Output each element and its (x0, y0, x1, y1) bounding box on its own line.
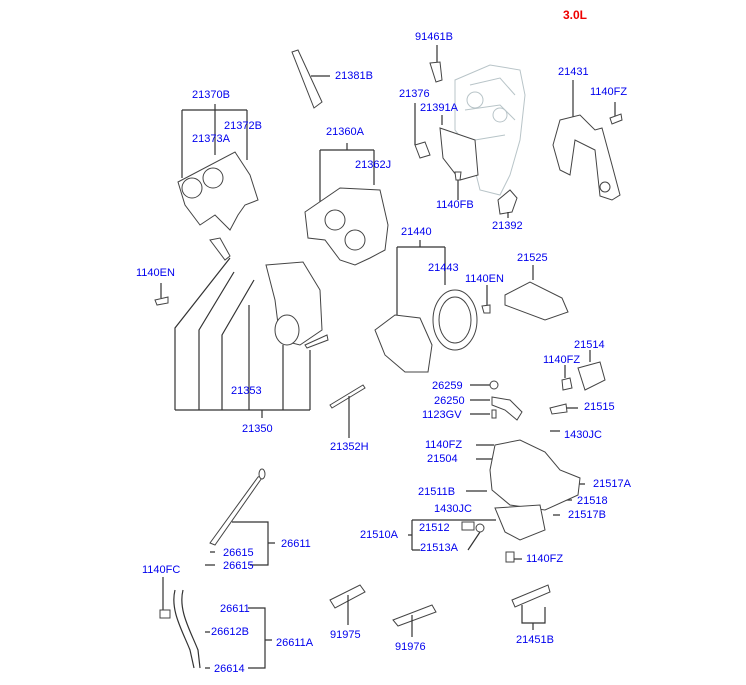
part-label-1430JC-mid[interactable]: 1430JC (434, 503, 472, 515)
part-label-21350[interactable]: 21350 (242, 423, 273, 435)
part-label-21431[interactable]: 21431 (558, 66, 589, 78)
part-label-21391A[interactable]: 21391A (420, 102, 458, 114)
part-label-21518[interactable]: 21518 (577, 495, 608, 507)
part-label-26615-a[interactable]: 26615 (223, 547, 254, 559)
clip-91461B (429, 45, 443, 83)
flange-21514 (549, 350, 606, 415)
part-label-21451B[interactable]: 21451B (516, 634, 554, 646)
part-label-91976[interactable]: 91976 (395, 641, 426, 653)
part-label-21512[interactable]: 21512 (419, 522, 450, 534)
part-label-26611A[interactable]: 26611A (276, 637, 314, 649)
bracket-21392 (497, 189, 518, 218)
part-label-21373A[interactable]: 21373A (192, 133, 230, 145)
part-label-21381B[interactable]: 21381B (335, 70, 373, 82)
part-label-1140FB[interactable]: 1140FB (436, 199, 474, 211)
part-label-1430JC-top[interactable]: 1430JC (564, 429, 602, 441)
part-label-21510A[interactable]: 21510A (360, 529, 398, 541)
part-label-26614[interactable]: 26614 (214, 663, 245, 675)
part-label-21370B[interactable]: 21370B (192, 89, 230, 101)
seal-assembly-21350 (154, 237, 366, 438)
bracket-21381B (291, 49, 330, 109)
part-label-21517A[interactable]: 21517A (593, 478, 631, 490)
part-label-1140EN-left[interactable]: 1140EN (136, 267, 175, 279)
part-label-21353[interactable]: 21353 (231, 385, 262, 397)
timing-cover-upper-left (177, 104, 259, 231)
part-label-26615-b[interactable]: 26615 (223, 560, 254, 572)
part-label-26611-gauge[interactable]: 26611 (281, 538, 311, 550)
part-label-21376[interactable]: 21376 (399, 88, 430, 100)
dipstick-tube-26611A (159, 577, 272, 669)
part-label-26612B[interactable]: 26612B (211, 626, 249, 638)
part-label-26259[interactable]: 26259 (432, 380, 463, 392)
part-label-1140FZ-top[interactable]: 1140FZ (590, 86, 628, 98)
part-label-21515[interactable]: 21515 (584, 401, 615, 413)
part-label-21504[interactable]: 21504 (427, 453, 458, 465)
part-label-21372B[interactable]: 21372B (224, 120, 262, 132)
part-label-21517B[interactable]: 21517B (568, 509, 606, 521)
part-label-21513A[interactable]: 21513A (420, 542, 458, 554)
part-label-1123GV[interactable]: 1123GV (422, 409, 462, 421)
brackets-bottom (329, 584, 551, 637)
part-label-21525[interactable]: 21525 (517, 252, 548, 264)
part-label-21360A[interactable]: 21360A (326, 126, 364, 138)
part-label-91975[interactable]: 91975 (330, 629, 361, 641)
part-label-26250[interactable]: 26250 (434, 395, 465, 407)
oil-pan-21510A (408, 430, 585, 563)
part-label-21514[interactable]: 21514 (574, 339, 605, 351)
part-label-1140EN-mid[interactable]: 1140EN (465, 273, 504, 285)
part-label-1140FZ-bottom[interactable]: 1140FZ (526, 553, 564, 565)
plate-21431 (552, 80, 623, 201)
part-label-21352H[interactable]: 21352H (330, 441, 369, 453)
part-label-21443[interactable]: 21443 (428, 262, 459, 274)
part-label-21392[interactable]: 21392 (492, 220, 523, 232)
bracket-21525 (504, 265, 569, 321)
bracket-21376-21391A (414, 103, 479, 200)
timing-cover-upper-right (304, 143, 389, 266)
part-label-26611-tube[interactable]: 26611 (220, 603, 250, 615)
part-label-1140FZ-pan[interactable]: 1140FZ (425, 439, 463, 451)
part-label-21511B[interactable]: 21511B (418, 486, 456, 498)
part-label-91461B[interactable]: 91461B (415, 31, 453, 43)
part-label-21440[interactable]: 21440 (401, 226, 432, 238)
part-label-1140FC[interactable]: 1140FC (142, 564, 181, 576)
engine-size-label: 3.0L (563, 8, 588, 22)
part-label-21362J[interactable]: 21362J (355, 159, 392, 171)
part-label-1140FZ-flange[interactable]: 1140FZ (543, 354, 581, 366)
dipstick-26611 (205, 468, 275, 566)
rear-seal-21440 (374, 240, 491, 373)
oil-strainer-26250 (470, 380, 523, 421)
